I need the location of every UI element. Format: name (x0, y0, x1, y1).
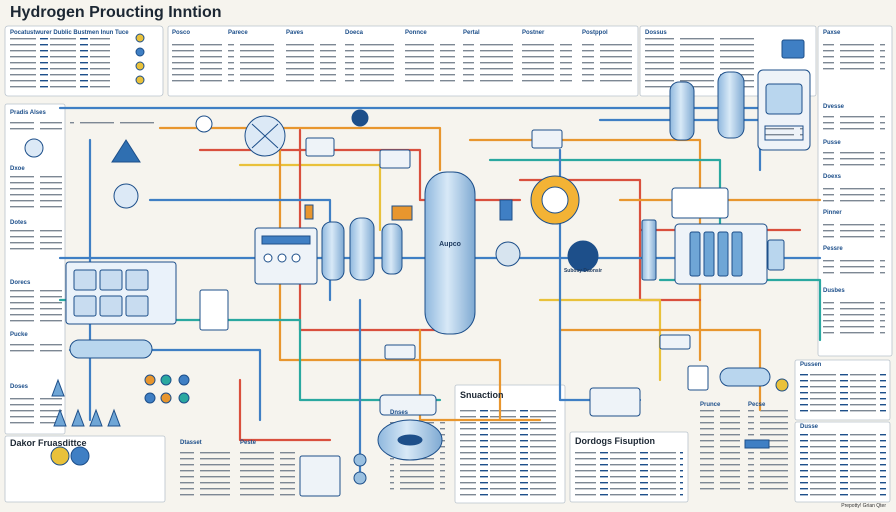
right-equipment (567, 39, 811, 449)
page-title: Hydrogen Proucting Inntion (10, 4, 222, 21)
left-header-8: Peste (240, 440, 257, 446)
left-header-2: Dxoe (10, 166, 25, 172)
right-header-7: Pussen (800, 362, 822, 368)
col-header-3: Paves (286, 30, 304, 36)
left-box-title: Pradis Alses (10, 110, 46, 116)
center-tank-label: Aupco (439, 241, 461, 248)
top-left-header: Pocatustwurer Dublic Bustmen Inun Tuce (10, 30, 129, 36)
col-header-6: Pertal (463, 30, 480, 36)
col-header-4: Doeca (345, 30, 364, 36)
right-header-8: Dusse (800, 424, 819, 430)
central-equipment (195, 109, 580, 497)
left-header-6: Doses (10, 384, 29, 390)
right-header-2: Pusse (823, 140, 841, 146)
col-header-1: Posco (172, 30, 191, 36)
center-node-label: Subosy Daonsir (564, 268, 602, 274)
left-header-5: Pucke (10, 332, 28, 338)
text-blocks (10, 38, 886, 498)
left-header-3: Dotes (10, 220, 27, 226)
col-header-5: Ponnce (405, 30, 427, 36)
right-header-4: Pinner (823, 210, 842, 216)
col-header-2: Parece (228, 30, 248, 36)
left-header-9: Dnses (390, 410, 409, 416)
right-header-9: Prunce (700, 402, 721, 408)
right-header-1: Dvesse (823, 104, 845, 110)
left-header-7: Dtasset (180, 440, 202, 446)
left-equipment (24, 33, 229, 466)
col-header-10: Paxse (823, 30, 841, 36)
right-header-10: Pecse (748, 402, 766, 408)
right-header-5: Pessre (823, 246, 843, 252)
right-header-6: Dusbes (823, 288, 845, 294)
col-header-8: Postppol (582, 30, 608, 36)
center-box-title: Snuaction (460, 390, 504, 400)
right-box-title: Dordogs Fisuption (575, 436, 655, 446)
left-header-4: Dorecs (10, 280, 31, 286)
col-header-9: Dossus (645, 30, 667, 36)
right-header-3: Doexs (823, 174, 842, 180)
footer: Prepotty! Grian Qter (841, 503, 886, 509)
bottom-left-title: Dakor Fruasdittce (10, 438, 87, 448)
col-header-7: Postner (522, 30, 545, 36)
